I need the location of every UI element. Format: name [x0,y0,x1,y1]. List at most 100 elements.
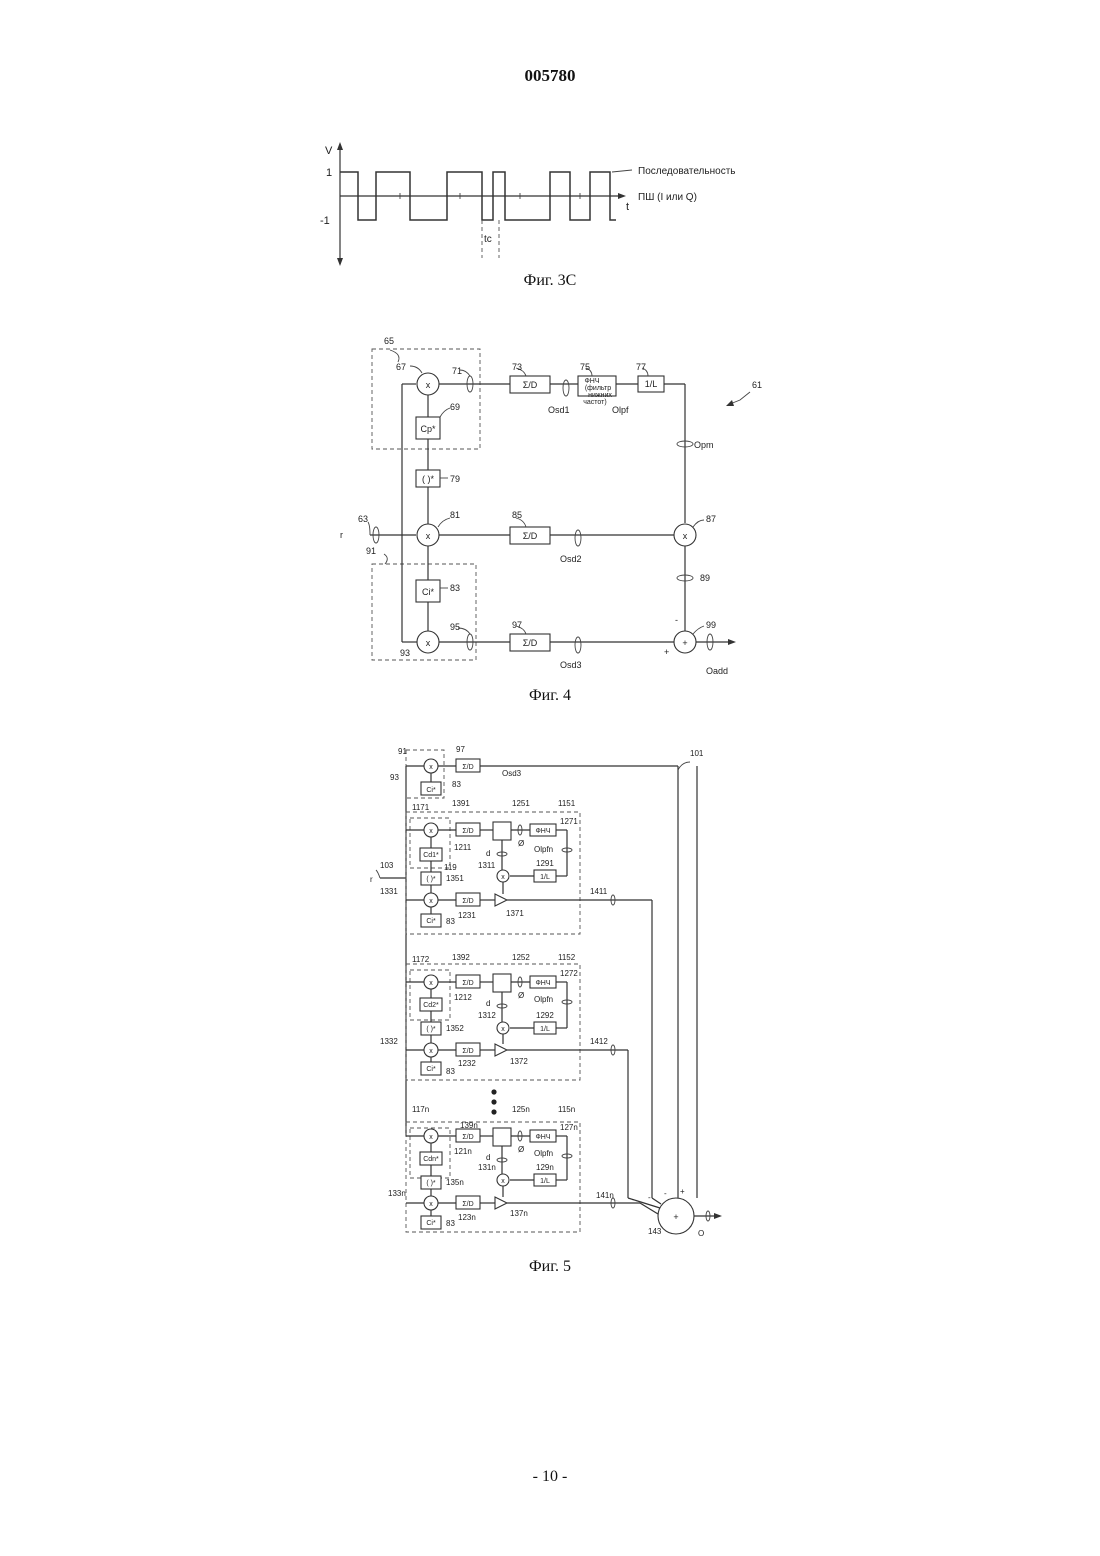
fig5-c2-sum-bottom: Σ/D [462,1048,473,1055]
fig4-ref-77: 77 [636,362,646,372]
fig3c-axis-v-label: V [325,145,333,157]
fig3c-caption: Фиг. 3С [450,272,650,290]
fig5-ref-91: 91 [398,747,407,756]
fig5-c1-mult-top: x [429,828,433,835]
fig4-out-olpf: Olpf [612,405,629,415]
fig5-c1-ref-123: 1231 [458,911,476,920]
fig4-minus: - [675,615,678,625]
fig4-ref-67: 67 [396,362,406,372]
fig4-ref-95: 95 [450,622,460,632]
fig5-cn-d: d [486,1153,490,1162]
fig5-c1-ref-119: 119 [444,863,457,872]
fig5-c1-ref-135: 1351 [446,874,464,883]
fig4-ref-93: 93 [400,648,410,658]
fig5-c2-ref-131: 1312 [478,1011,496,1020]
fig5-c1-olpf: Olpfn [534,845,553,854]
fig5-cn-sum-bottom: Σ/D [462,1201,473,1208]
fig5-cn-cd: Cdn* [423,1156,439,1163]
fig4-ref-81: 81 [450,510,460,520]
fig3c-sequence-label-1: Последовательность [638,166,735,177]
fig5-c1-ref-133: 1331 [380,887,398,896]
fig5-combiner-minus-1: - [632,1195,635,1204]
fig5-cn-ref-131: 131n [478,1163,496,1172]
fig5-c1-ref-117: 1171 [412,803,430,812]
fig5-c2-ref-117: 1172 [412,955,430,964]
fig5-cn-conj: ( )* [426,1180,436,1187]
fig5-top-ci: Ci* [426,787,436,794]
fig5-c2-ref-135: 1352 [446,1024,464,1033]
fig5-input-r: r [370,875,373,884]
fig5-cn-ref-83: 83 [446,1219,455,1228]
fig5-c2-mult-bottom: x [429,1048,433,1055]
fig4-conj: ( )* [422,474,434,484]
fig5-ref-143: 143 [648,1227,662,1236]
fig3c-level-high: 1 [326,167,332,179]
fig5-c1-cd: Cd1* [423,852,439,859]
fig5-cn-ref-115: 115n [558,1105,575,1114]
fig4-block-diagram: Σ/D ФНЧ (фильтр нижних частот) 1/L x Cp*… [330,340,800,685]
fig4-input-r: r [340,530,343,540]
fig5-c2-ref-123: 1232 [458,1059,476,1068]
fig4-ref-69: 69 [450,402,460,412]
fig5-cn-ref-117: 117n [412,1105,429,1114]
fig5-cn-olpf: Olpfn [534,1149,553,1158]
fig5-c1-ref-115: 1151 [558,799,576,808]
fig5-combiner-sign: + [673,1212,678,1222]
fig5-c2-ref-139: 1392 [452,953,470,962]
fig4-out-oadd: Oadd [706,666,728,676]
fig3c-waveform: V 1 -1 t tc Последовательность ПШ (I или… [310,140,800,270]
fig5-cn-ref-139: 139n [460,1121,478,1130]
fig5-c1-lpf: ФНЧ [535,828,550,835]
fig5-osd3: Osd3 [502,769,522,778]
fig4-lpf-line1: ФНЧ [584,378,599,385]
fig4-caption: Фиг. 4 [450,687,650,705]
fig5-c2-mult-top: x [429,980,433,987]
fig5-cn-ref-123: 123n [458,1213,476,1222]
fig5-top-mult: x [429,764,433,771]
fig5-cn-ref-129: 129n [536,1163,554,1172]
fig5-c2-ref-129: 1292 [536,1011,554,1020]
fig5-cn-one-l: 1/L [540,1178,550,1185]
fig5-c1-conj: ( )* [426,876,436,883]
fig5-c2-ref-115: 1152 [558,953,576,962]
fig4-sum-d-85: Σ/D [523,531,538,541]
fig4-sum-d-97: Σ/D [523,638,538,648]
fig5-c1-phi: Ø [518,839,524,848]
fig5-c2-olpf: Olpfn [534,995,553,1004]
fig4-ref-87: 87 [706,514,716,524]
fig5-ref-101: 101 [690,749,704,758]
fig4-sum-d-73: Σ/D [523,380,538,390]
fig5-c2-cd: Cd2* [423,1002,439,1009]
fig4-lpf-line3: нижних [588,392,612,399]
fig5-cn-ref-135: 135n [446,1178,464,1187]
fig4-ref-89: 89 [700,573,710,583]
fig5-c2-ref-121: 1212 [454,993,472,1002]
fig3c-level-low: -1 [320,215,330,227]
fig5-c2-d: d [486,999,490,1008]
page-number: - 10 - [0,1468,1100,1486]
fig4-out-opm: Opm [694,440,714,450]
fig5-ref-103: 103 [380,861,394,870]
fig5-c1-one-l: 1/L [540,874,550,881]
fig5-c2-conj: ( )* [426,1026,436,1033]
fig5-c1-ci: Ci* [426,918,436,925]
fig4-ref-71: 71 [452,366,462,376]
fig5-channel-2: x Cd2* ( )* x Ci* Σ/D Σ/D ФНЧ 1/L x d Ø … [380,953,628,1198]
fig5-cn-mult-top: x [429,1134,433,1141]
fig4-ref-63: 63 [358,514,368,524]
fig4-mult-81: x [426,531,431,541]
fig5-c1-ref-125: 1251 [512,799,530,808]
fig5-cn-ref-127: 127n [560,1123,578,1132]
fig5-c1-ref-141: 1411 [590,887,608,896]
fig5-c2-sum-top: Σ/D [462,980,473,987]
fig3c-axis-t-label: t [626,201,629,213]
fig4-ref-79: 79 [450,474,460,484]
fig5-combiner-minus-3: - [664,1189,667,1198]
fig5-c1-sum-top: Σ/D [462,828,473,835]
fig4-out-osd1: Osd1 [548,405,570,415]
fig4-ref-65: 65 [384,336,394,346]
fig4-plus-in: + [664,647,669,657]
fig4-ref-85: 85 [512,510,522,520]
fig5-c2-ci: Ci* [426,1066,436,1073]
fig4-ref-75: 75 [580,362,590,372]
